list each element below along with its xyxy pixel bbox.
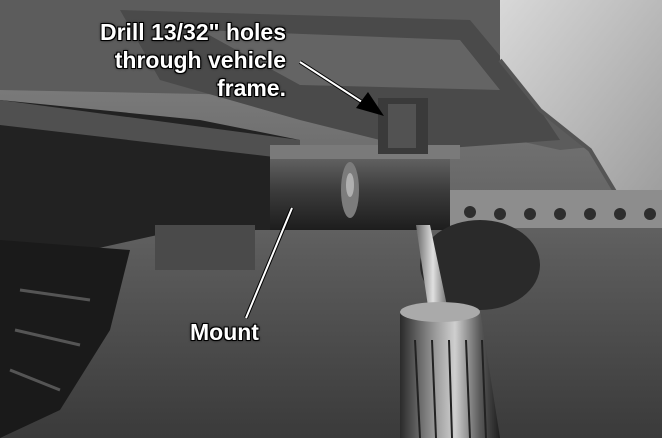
drill-callout-line3: frame. [216, 75, 286, 101]
fender [500, 0, 662, 210]
mount-callout-label: Mount [190, 319, 259, 345]
rear-wheel [420, 220, 540, 310]
tire [0, 240, 130, 438]
mount-bracket [270, 150, 450, 230]
drill-callout-line2: through vehicle [114, 47, 286, 73]
chuck-grooves [414, 339, 487, 438]
underside-block [155, 225, 255, 270]
tire-tread [9, 288, 91, 392]
drill-callout-line1: Drill 13/32" holes [99, 19, 286, 45]
rail-bolts [464, 206, 656, 220]
drill-bit [416, 225, 450, 320]
mount-bracket-top [270, 145, 460, 159]
frame-highlight [200, 30, 500, 90]
drill-arrowhead [356, 92, 384, 116]
drill-callout-label: Drill 13/32" holes through vehicle frame… [100, 18, 286, 102]
crossbar-top [0, 100, 300, 160]
